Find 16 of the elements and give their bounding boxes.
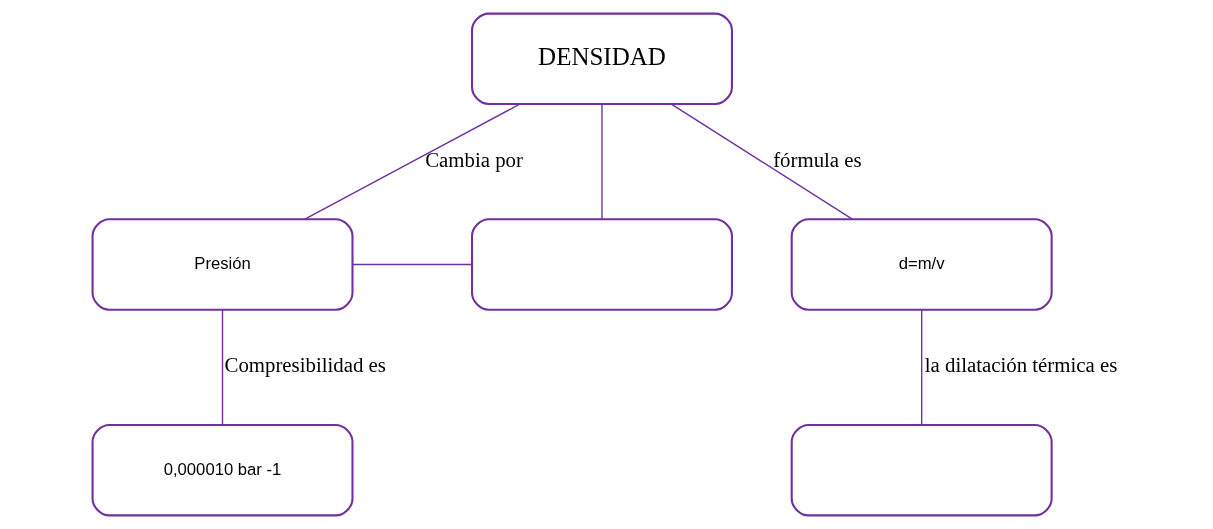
node-box: 0,000010 bar -1 — [91, 424, 354, 517]
connector — [670, 103, 853, 220]
edge-label: fórmula es — [773, 147, 862, 172]
connector — [221, 309, 224, 426]
node-box: d=m/v — [790, 218, 1053, 311]
connector — [601, 103, 603, 220]
connector — [351, 263, 473, 266]
node-box — [470, 218, 733, 311]
edge-label: Compresibilidad es — [224, 353, 386, 378]
node-box: DENSIDAD — [470, 12, 733, 105]
edge-label: Cambia por — [425, 147, 523, 172]
connector — [304, 103, 521, 220]
node-box — [790, 424, 1053, 517]
connector — [920, 309, 923, 426]
node-box: Presión — [91, 218, 354, 311]
edge-label: la dilatación térmica es — [924, 353, 1118, 378]
